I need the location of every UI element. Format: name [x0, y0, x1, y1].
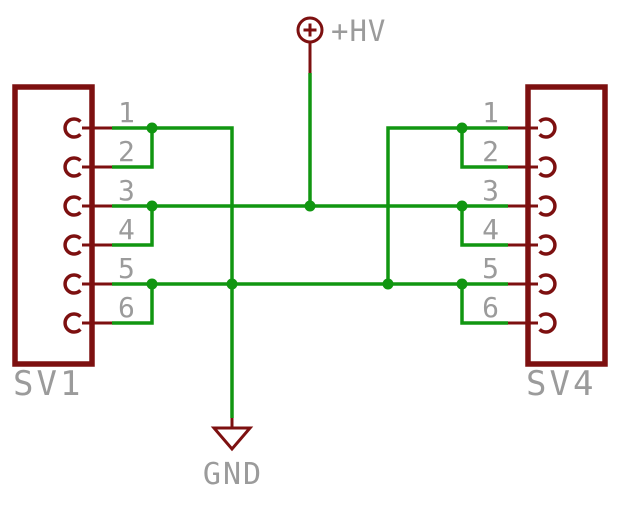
junction-dot [146, 200, 158, 212]
hv-label: +HV [331, 14, 386, 48]
pin-socket-icon [538, 117, 557, 139]
pin-number: 6 [118, 291, 135, 324]
net-wire [386, 126, 508, 284]
connector-sv4-body [525, 84, 608, 367]
net-wire [112, 284, 154, 325]
pin-number: 4 [482, 213, 499, 246]
pin-socket-icon [63, 195, 82, 217]
connector-sv1-label: SV1 [13, 364, 83, 404]
gnd-symbol: GND [203, 418, 263, 492]
connector-sv1-body [12, 84, 95, 367]
pin-socket-icon [538, 195, 557, 217]
pin-socket-icon [538, 156, 557, 178]
net-wire [460, 128, 508, 169]
net-wire [460, 284, 508, 325]
pin-socket-icon [538, 273, 557, 295]
pin-number: 1 [118, 96, 135, 129]
junction-dot [456, 122, 468, 134]
pin-socket-icon [63, 273, 82, 295]
pin-number: 2 [118, 135, 135, 168]
junction-dots [146, 122, 468, 290]
hv-power-symbol: +HV [296, 14, 386, 73]
pin-number: 3 [118, 174, 135, 207]
pin-socket-icon [63, 117, 82, 139]
gnd-label: GND [203, 457, 263, 492]
net-wires [112, 73, 508, 418]
pin-number: 2 [482, 135, 499, 168]
connector-sv1: 1 2 3 4 5 6 SV1 [12, 84, 135, 404]
pin-number: 3 [482, 174, 499, 207]
net-wire [460, 206, 508, 247]
junction-dot [456, 200, 468, 212]
junction-dot [146, 122, 158, 134]
pin-socket-icon [538, 312, 557, 334]
connector-sv4-label: SV4 [526, 364, 596, 404]
pin-socket-icon [538, 234, 557, 256]
junction-dot [226, 278, 238, 290]
pin-socket-icon [63, 234, 82, 256]
pin-socket-icon [63, 156, 82, 178]
junction-dot [382, 278, 394, 290]
junction-dot [146, 278, 158, 290]
junction-dot [304, 200, 316, 212]
junction-dot [456, 278, 468, 290]
pin-number: 5 [118, 252, 135, 285]
pin-number: 6 [482, 291, 499, 324]
net-wire [112, 206, 154, 247]
connector-sv4: 1 2 3 4 5 6 SV4 [482, 84, 608, 404]
pin-number: 4 [118, 213, 135, 246]
pin-number: 1 [482, 96, 499, 129]
pin-socket-icon [63, 312, 82, 334]
net-wire [112, 128, 154, 169]
gnd-triangle-icon [210, 426, 254, 452]
pin-number: 5 [482, 252, 499, 285]
